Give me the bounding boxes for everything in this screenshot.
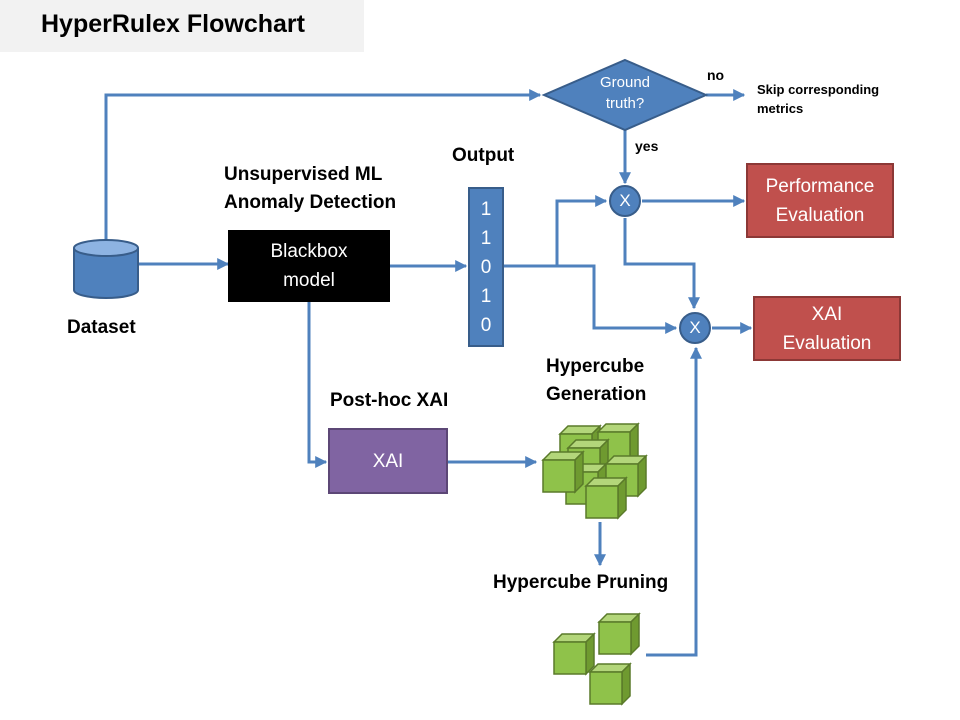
dataset-label: Dataset [67,317,136,338]
xai-eval-line2: Evaluation [782,332,872,354]
arrow-dataset-to-ground-truth [104,89,542,240]
blackbox-model-node: Blackbox model [228,230,390,302]
yes-label: yes [635,138,659,154]
hypercube-pruning-label: Hypercube Pruning [493,572,669,593]
blackbox-line1: Blackbox [270,241,348,262]
arrow-output-to-mult1 [504,195,608,268]
perf-line1: Performance [765,175,875,197]
xai-evaluation-node: XAI Evaluation [753,296,901,361]
multiply-node-xai: X [679,312,711,344]
ground-truth-line2: truth? [605,95,645,112]
output-bit: 1 [480,285,492,307]
hypercube-generation-icon [541,422,648,520]
no-label: no [707,67,725,83]
output-label: Output [452,145,515,166]
posthoc-xai-label: Post-hoc XAI [330,390,449,411]
ground-truth-label: Ground truth? [580,72,670,114]
skip-line1: Skip corresponding [757,82,880,97]
hypercube-gen-line2: Generation [546,384,647,405]
perf-line2: Evaluation [775,204,865,226]
hypercube-generation-label: Hypercube Generation [546,353,646,409]
xai-eval-line1: XAI [811,303,843,325]
arrow-blackbox-to-xai [307,302,328,468]
unsupervised-line2: Anomaly Detection [224,192,397,213]
output-bit: 1 [480,198,492,220]
blackbox-line2: model [283,270,335,291]
hypercube-pruned-icon [552,612,641,706]
output-bit: 0 [480,256,492,278]
page-title: HyperRulex Flowchart [41,10,305,38]
output-bit: 0 [480,314,492,336]
xai-node: XAI [328,428,448,494]
arrow-output-to-mult2 [557,264,678,334]
arrow-mult1-to-mult2 [623,218,700,310]
hypercube-gen-line1: Hypercube [546,356,645,377]
dataset-cylinder-icon [73,239,139,299]
unsupervised-label: Unsupervised ML Anomaly Detection [224,161,396,217]
performance-evaluation-node: Performance Evaluation [746,163,894,238]
skip-metrics-label: Skip corresponding metrics [757,80,879,118]
unsupervised-line1: Unsupervised ML [224,164,383,185]
multiply-node-performance: X [609,185,641,217]
arrow-pruned-to-mult2 [646,346,702,657]
output-vector: 1 1 0 1 0 [468,187,504,347]
skip-line2: metrics [757,101,804,116]
ground-truth-line1: Ground [599,74,651,91]
output-bit: 1 [480,227,492,249]
ground-truth-diamond [541,58,709,132]
title-bar [0,0,364,52]
